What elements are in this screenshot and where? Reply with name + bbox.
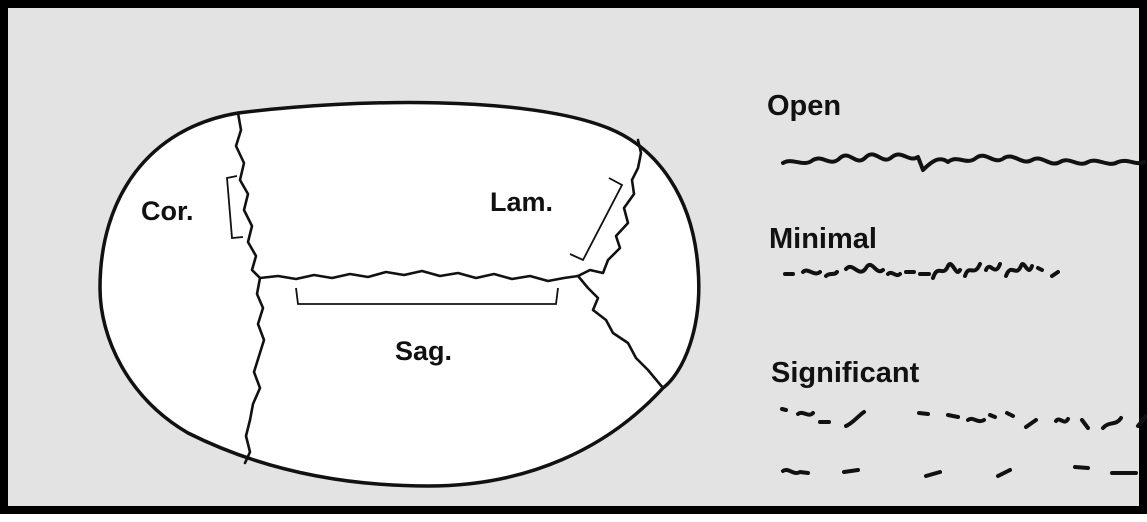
open-suture-sample — [783, 154, 1144, 170]
legend-significant-label: Significant — [771, 357, 920, 389]
legend-minimal-label: Minimal — [769, 223, 877, 255]
lambdoid-label: Lam. — [490, 187, 553, 217]
minimal-suture-sample — [785, 264, 1058, 278]
coronal-label: Cor. — [141, 196, 194, 226]
significant-suture-sample-1 — [782, 409, 1146, 428]
skull-suture-diagram: Cor. Lam. Sag. Open Minimal Significant — [8, 8, 1147, 522]
legend-open-label: Open — [767, 90, 841, 122]
significant-suture-sample-2 — [783, 467, 1136, 476]
skull-outline — [100, 103, 699, 486]
sagittal-label: Sag. — [395, 336, 452, 366]
